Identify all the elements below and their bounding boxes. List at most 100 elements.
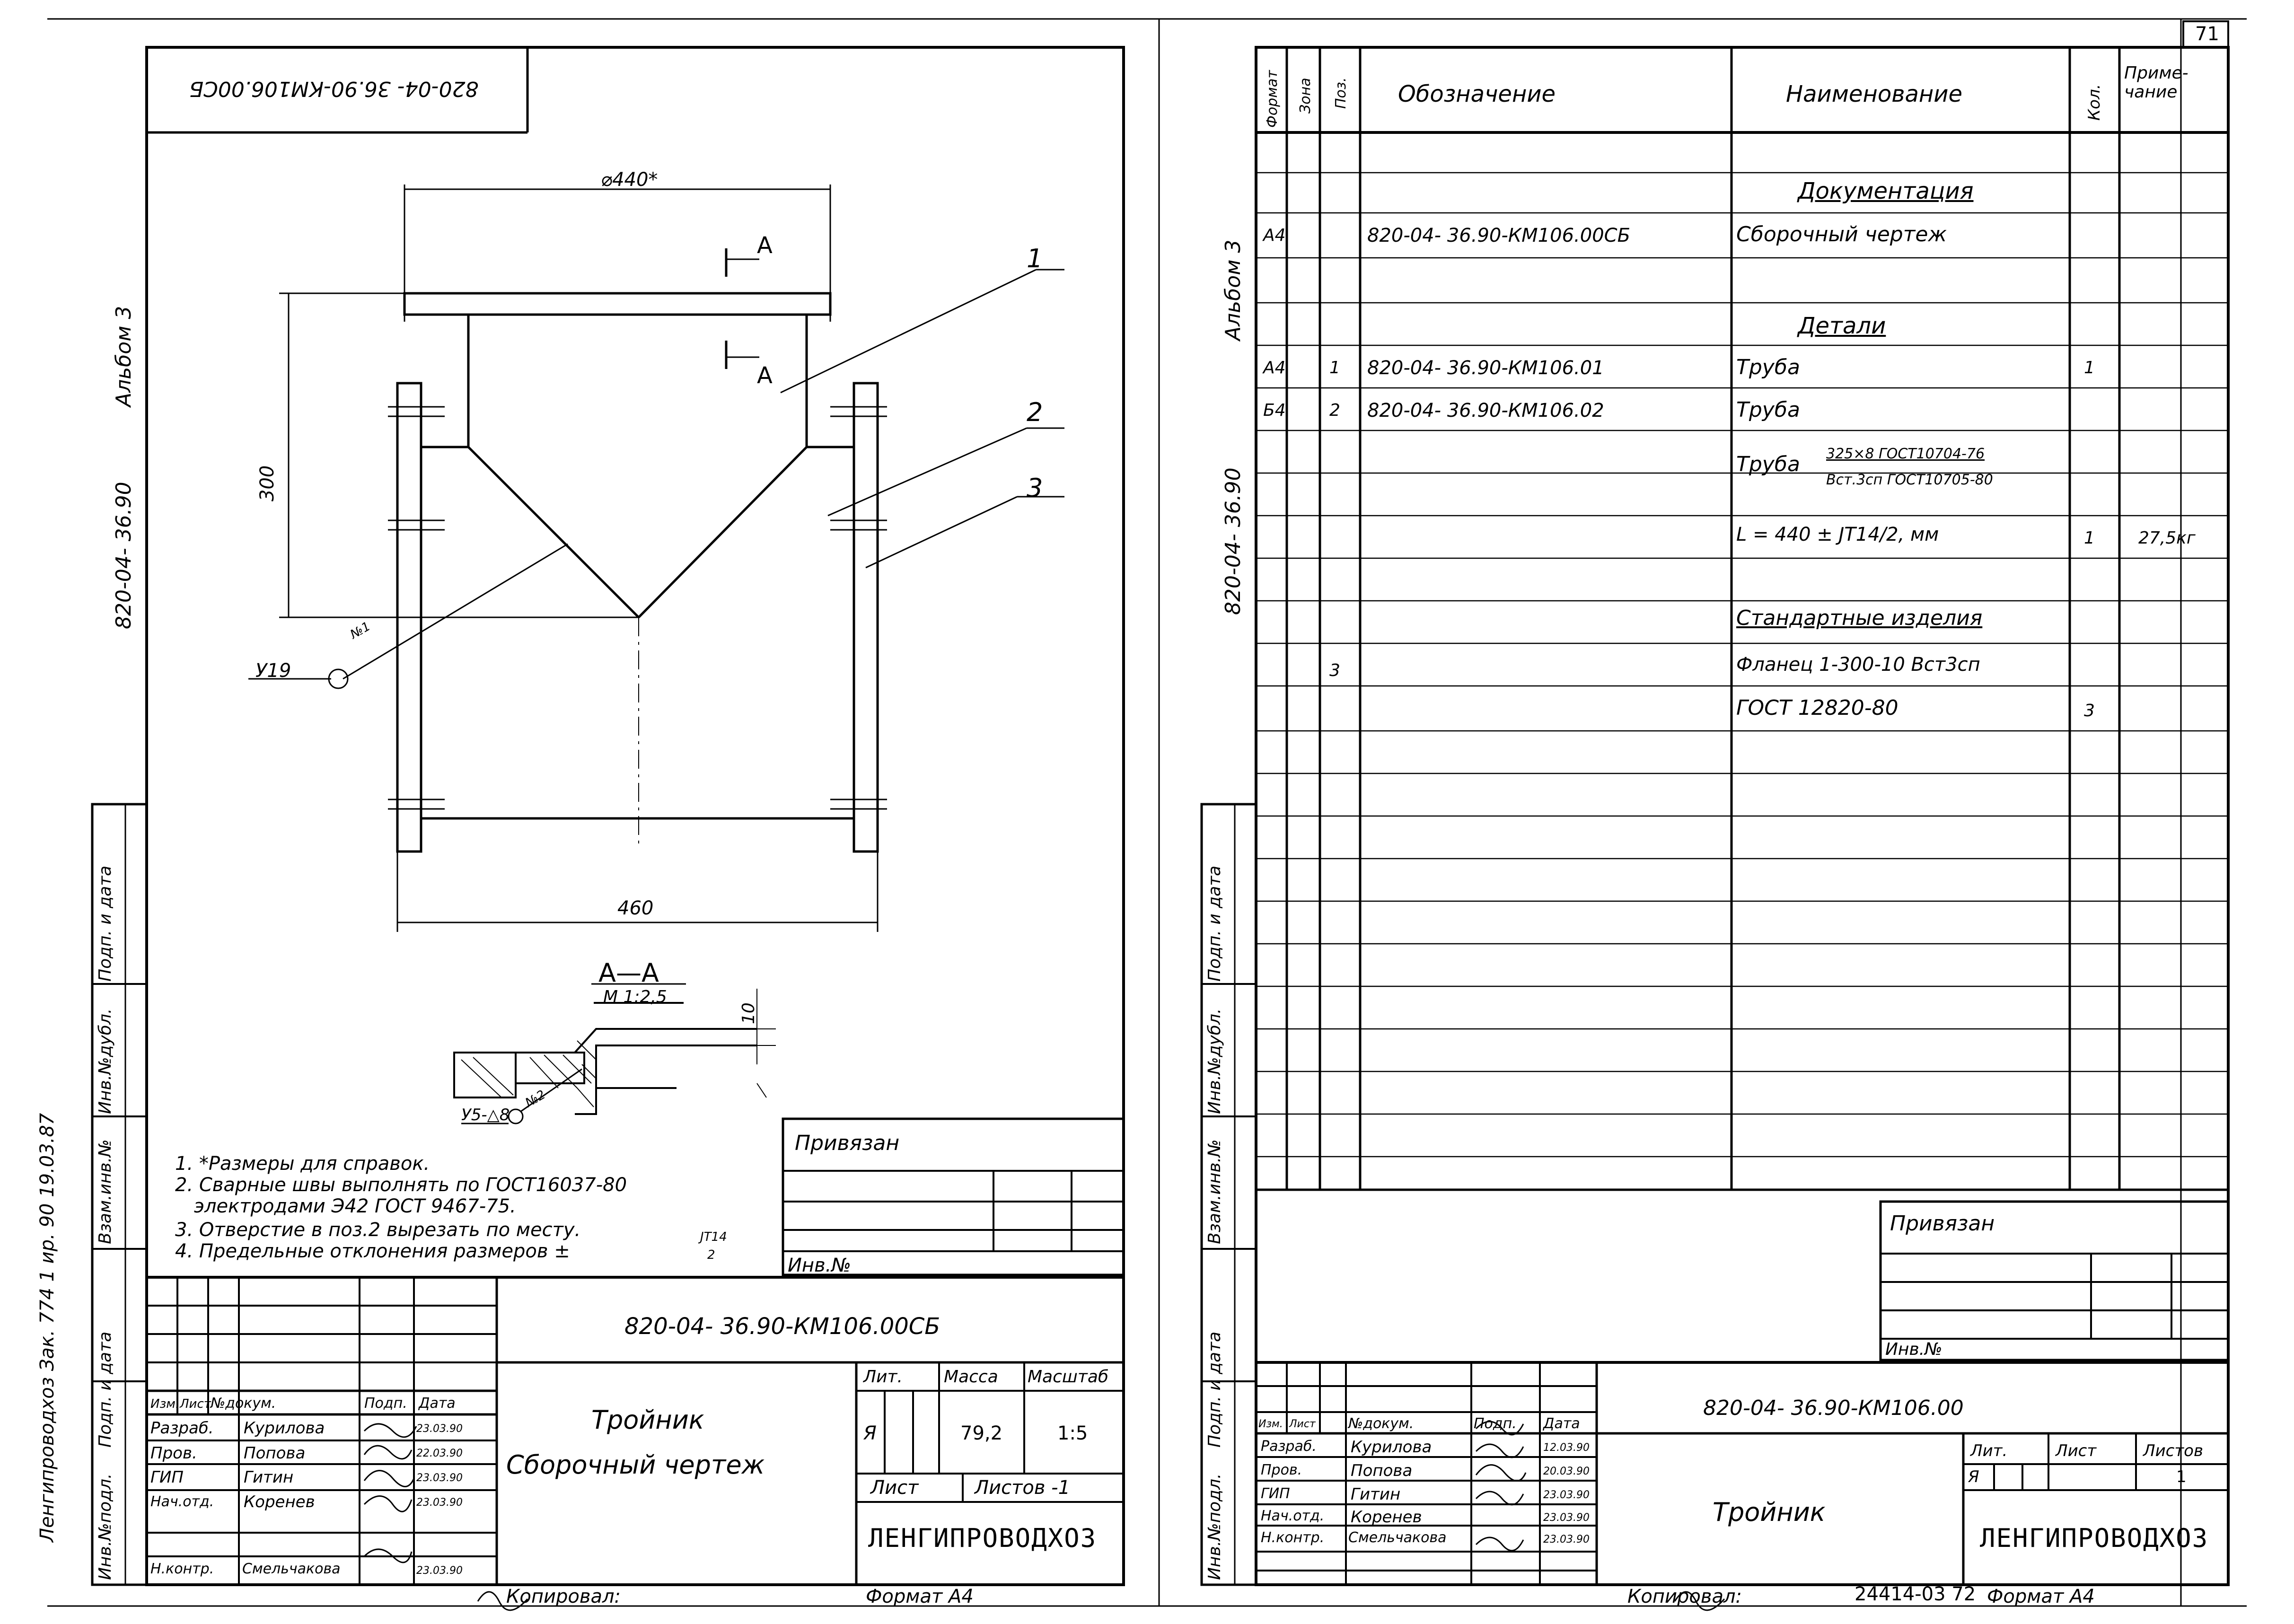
left-side-label-1: Инв.№подл.	[96, 1473, 115, 1580]
left-side-label-3: Взам.инв.№	[96, 1139, 115, 1244]
left-tb-h-izm: Изм.	[150, 1397, 180, 1411]
right-tb-h-doc: №докум.	[1348, 1415, 1414, 1432]
left-tb-date-4: 23.03.90	[416, 1497, 463, 1509]
left-tb-mass-head: Масса	[944, 1367, 998, 1387]
dim-diameter: ⌀440*	[601, 169, 658, 191]
left-side-label-2: Подп. и дата	[96, 1331, 115, 1448]
note-2b: электродами Э42 ГОСТ 9467-75.	[194, 1195, 516, 1217]
left-tb-name-1: Тройник	[591, 1405, 704, 1435]
spec-h-pos: Поз.	[1333, 77, 1349, 109]
right-tb-lit: Я	[1968, 1467, 1979, 1486]
spec-row-10-qty: 3	[2084, 701, 2095, 720]
spec-row-6-name: Труба	[1736, 452, 1800, 476]
left-tb-role-4: Нач.отд.	[150, 1493, 214, 1510]
section-mark-top: А	[757, 232, 773, 259]
note-2: 2. Сварные швы выполнять по ГОСТ16037-80	[175, 1174, 627, 1196]
right-tb-person-3: Гитин	[1351, 1485, 1401, 1504]
spec-row-4-designation: 820-04- 36.90-КМ106.01	[1367, 357, 1604, 379]
signatures	[363, 1421, 1725, 1611]
spec-row-4-pos: 1	[1329, 358, 1340, 377]
weld-code-main: У19	[255, 660, 291, 682]
right-tb-date-5: 23.03.90	[1543, 1534, 1590, 1545]
spec-row-1-name: Документация	[1798, 178, 1974, 204]
section-scale: М 1:2,5	[603, 987, 667, 1007]
right-tb-role-4: Нач.отд.	[1261, 1508, 1325, 1524]
right-tb-role-3: ГИП	[1261, 1485, 1290, 1502]
right-side-label-5: Подп. и дата	[1205, 865, 1224, 982]
right-tb-role-5: Н.контр.	[1261, 1529, 1325, 1546]
left-copied: Копировал:	[506, 1586, 621, 1607]
margin-note: Ленгипроводхоз Зак. 774 1 ир. 90 19.03.8…	[36, 1113, 58, 1542]
spec-h-format: Формат	[1264, 70, 1281, 128]
left-format: Формат А4	[866, 1586, 974, 1607]
right-tb-h-sign: Подп.	[1474, 1415, 1517, 1432]
right-tb-person-4: Коренев	[1351, 1508, 1422, 1527]
left-tb-name-2: Сборочный чертеж	[506, 1450, 765, 1480]
left-tb-person-3: Гитин	[244, 1468, 294, 1487]
right-tb-role-2: Пров.	[1261, 1462, 1302, 1478]
spec-row-6-sub-1: 325×8 ГОСТ10704-76	[1826, 446, 1985, 462]
left-side-label-4: Инв.№дубл.	[96, 1008, 115, 1114]
left-tb-role-3: ГИП	[150, 1468, 184, 1487]
left-stamp-designation: 820-04- 36.90-КМ106.00СБ	[189, 77, 479, 101]
spec-h-note: Приме-чание	[2124, 63, 2189, 102]
right-album-label: Альбом 3	[1221, 239, 1245, 341]
right-tb-h-list: Лист	[1289, 1418, 1316, 1430]
right-tb-sheet-head: Лист	[2056, 1441, 2097, 1460]
left-tb-role-1: Разраб.	[150, 1419, 214, 1438]
right-copied: Копировал:	[1627, 1586, 1742, 1607]
left-side-label-5: Подп. и дата	[96, 865, 115, 982]
right-side-label-1: Инв.№подл.	[1205, 1473, 1224, 1580]
right-order-number: 24414-03 72	[1855, 1583, 1976, 1605]
callout-1: 1	[1027, 244, 1043, 273]
left-tb-date-2: 22.03.90	[416, 1448, 463, 1459]
spec-row-7-name: L = 440 ± JT14/2, мм	[1736, 524, 1939, 545]
weld-code-section: У5-△8	[461, 1106, 510, 1124]
section-mark-bottom: А	[757, 362, 773, 389]
left-tb-role-2: Пров.	[150, 1444, 197, 1463]
left-tb-designation: 820-04- 36.90-КМ106.00СБ	[624, 1313, 940, 1340]
dim-section-thickness: 10	[739, 1002, 758, 1024]
left-album-label: Альбом 3	[112, 306, 136, 407]
section-title: А—А	[598, 958, 659, 988]
left-tb-sheets: Листов -1	[975, 1477, 1071, 1499]
note-4: 4. Предельные отклонения размеров ±	[175, 1240, 570, 1262]
right-tb-lit-head: Лит.	[1970, 1441, 2008, 1460]
left-tb-date-5: 23.03.90	[416, 1565, 463, 1577]
spec-h-designation: Обозначение	[1398, 81, 1556, 107]
right-tb-org: ЛЕНГИПРОВОДХОЗ	[1980, 1523, 2209, 1553]
right-tb-person-5: Смельчакова	[1348, 1529, 1447, 1546]
note-4-tolerance-den: 2	[707, 1248, 715, 1262]
spec-row-7-note: 27,5кг	[2138, 528, 2196, 548]
right-tb-date-3: 23.03.90	[1543, 1489, 1590, 1501]
spec-h-qty: Кол.	[2085, 84, 2104, 121]
dim-height: 300	[256, 465, 278, 501]
right-series-label: 820-04- 36.90	[1221, 467, 1245, 615]
right-tb-h-izm: Изм.	[1258, 1418, 1283, 1430]
spec-row-2-format: А4	[1263, 226, 1286, 245]
left-inv-no: Инв.№	[788, 1255, 851, 1276]
right-side-label-3: Взам.инв.№	[1205, 1139, 1224, 1244]
right-privyazan: Привязан	[1890, 1211, 1995, 1236]
right-tb-date-4: 23.03.90	[1543, 1512, 1590, 1524]
right-side-label-4: Инв.№дубл.	[1205, 1008, 1224, 1114]
spec-row-5-pos: 2	[1329, 401, 1340, 420]
right-tb-sheets: 1	[2176, 1467, 2187, 1486]
spec-row-4-name: Труба	[1736, 355, 1800, 379]
spec-h-name: Наименование	[1786, 81, 1963, 107]
left-tb-person-2: Попова	[244, 1444, 306, 1463]
left-tb-mass: 79,2	[960, 1422, 1003, 1444]
left-tb-person-5: Смельчакова	[242, 1561, 341, 1577]
right-tb-date-1: 12.03.90	[1543, 1442, 1590, 1454]
left-tb-org: ЛЕНГИПРОВОДХОЗ	[868, 1523, 1097, 1553]
left-tb-h-doc: №докум.	[211, 1395, 276, 1412]
spec-row-2-designation: 820-04- 36.90-КМ106.00СБ	[1367, 225, 1631, 246]
right-side-label-2: Подп. и дата	[1205, 1331, 1224, 1448]
callout-3: 3	[1027, 473, 1043, 503]
left-tb-lit-head: Лит.	[863, 1367, 903, 1387]
left-tb-h-sign: Подп.	[364, 1395, 407, 1412]
page-number: 71	[2195, 23, 2219, 45]
left-tb-person-4: Коренев	[244, 1492, 315, 1511]
